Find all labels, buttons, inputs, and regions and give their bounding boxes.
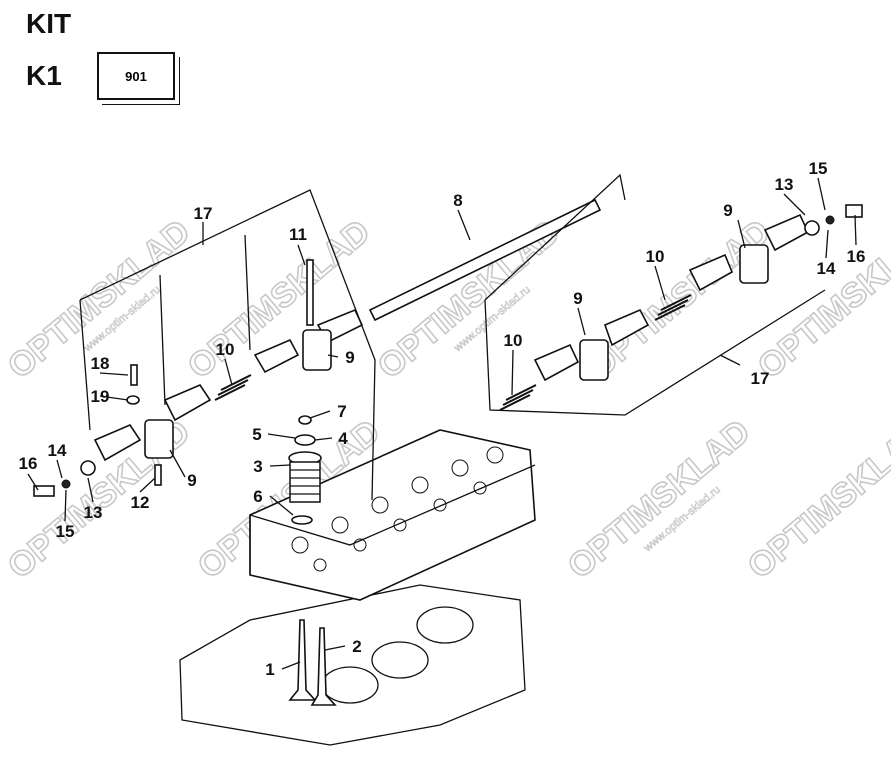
callout-5: 5 bbox=[252, 425, 261, 444]
valve-spring-assembly bbox=[288, 415, 322, 525]
callout-14: 14 bbox=[817, 259, 836, 278]
rocker-springs bbox=[214, 294, 692, 411]
callout-9: 9 bbox=[723, 201, 732, 220]
callout-16: 16 bbox=[847, 247, 866, 266]
watermark-brand: OPTIMSKLAD bbox=[581, 213, 778, 387]
callout-18: 18 bbox=[91, 354, 110, 373]
engine-block bbox=[179, 584, 526, 746]
watermark-brand: OPTIMSKLAD bbox=[741, 413, 891, 587]
callout-13: 13 bbox=[84, 503, 103, 522]
callout-2: 2 bbox=[352, 637, 361, 656]
callout-11: 11 bbox=[289, 225, 307, 244]
k1-label: K1 bbox=[26, 60, 62, 91]
callout-9: 9 bbox=[187, 471, 196, 490]
kit-label: KIT bbox=[26, 8, 72, 39]
callout-17: 17 bbox=[194, 204, 213, 223]
callout-19: 19 bbox=[91, 387, 110, 406]
rocker-arms bbox=[33, 204, 863, 497]
callout-13: 13 bbox=[775, 175, 794, 194]
callout-numbers: 17 8 11 9 13 15 16 14 10 9 10 17 18 19 1… bbox=[19, 159, 866, 679]
callout-17: 17 bbox=[751, 369, 770, 388]
callout-3: 3 bbox=[253, 457, 262, 476]
callout-15: 15 bbox=[809, 159, 828, 178]
cylinder-head bbox=[249, 429, 536, 601]
callout-14: 14 bbox=[48, 441, 67, 460]
callout-12: 12 bbox=[131, 493, 150, 512]
callout-1: 1 bbox=[265, 660, 274, 679]
callout-10: 10 bbox=[216, 340, 235, 359]
watermark-brand: OPTIMSKLAD bbox=[561, 413, 758, 587]
callout-7: 7 bbox=[337, 402, 346, 421]
rocker-shaft bbox=[368, 198, 602, 322]
kit-code-box: 901 bbox=[97, 52, 175, 100]
callout-9: 9 bbox=[345, 348, 354, 367]
valves bbox=[288, 619, 337, 706]
callout-9: 9 bbox=[573, 289, 582, 308]
callout-10: 10 bbox=[646, 247, 665, 266]
callout-16: 16 bbox=[19, 454, 38, 473]
leader-lines bbox=[27, 173, 857, 670]
callout-10: 10 bbox=[504, 331, 523, 350]
callout-4: 4 bbox=[338, 429, 348, 448]
callout-6: 6 bbox=[253, 487, 262, 506]
callout-15: 15 bbox=[56, 522, 75, 541]
callout-8: 8 bbox=[453, 191, 462, 210]
